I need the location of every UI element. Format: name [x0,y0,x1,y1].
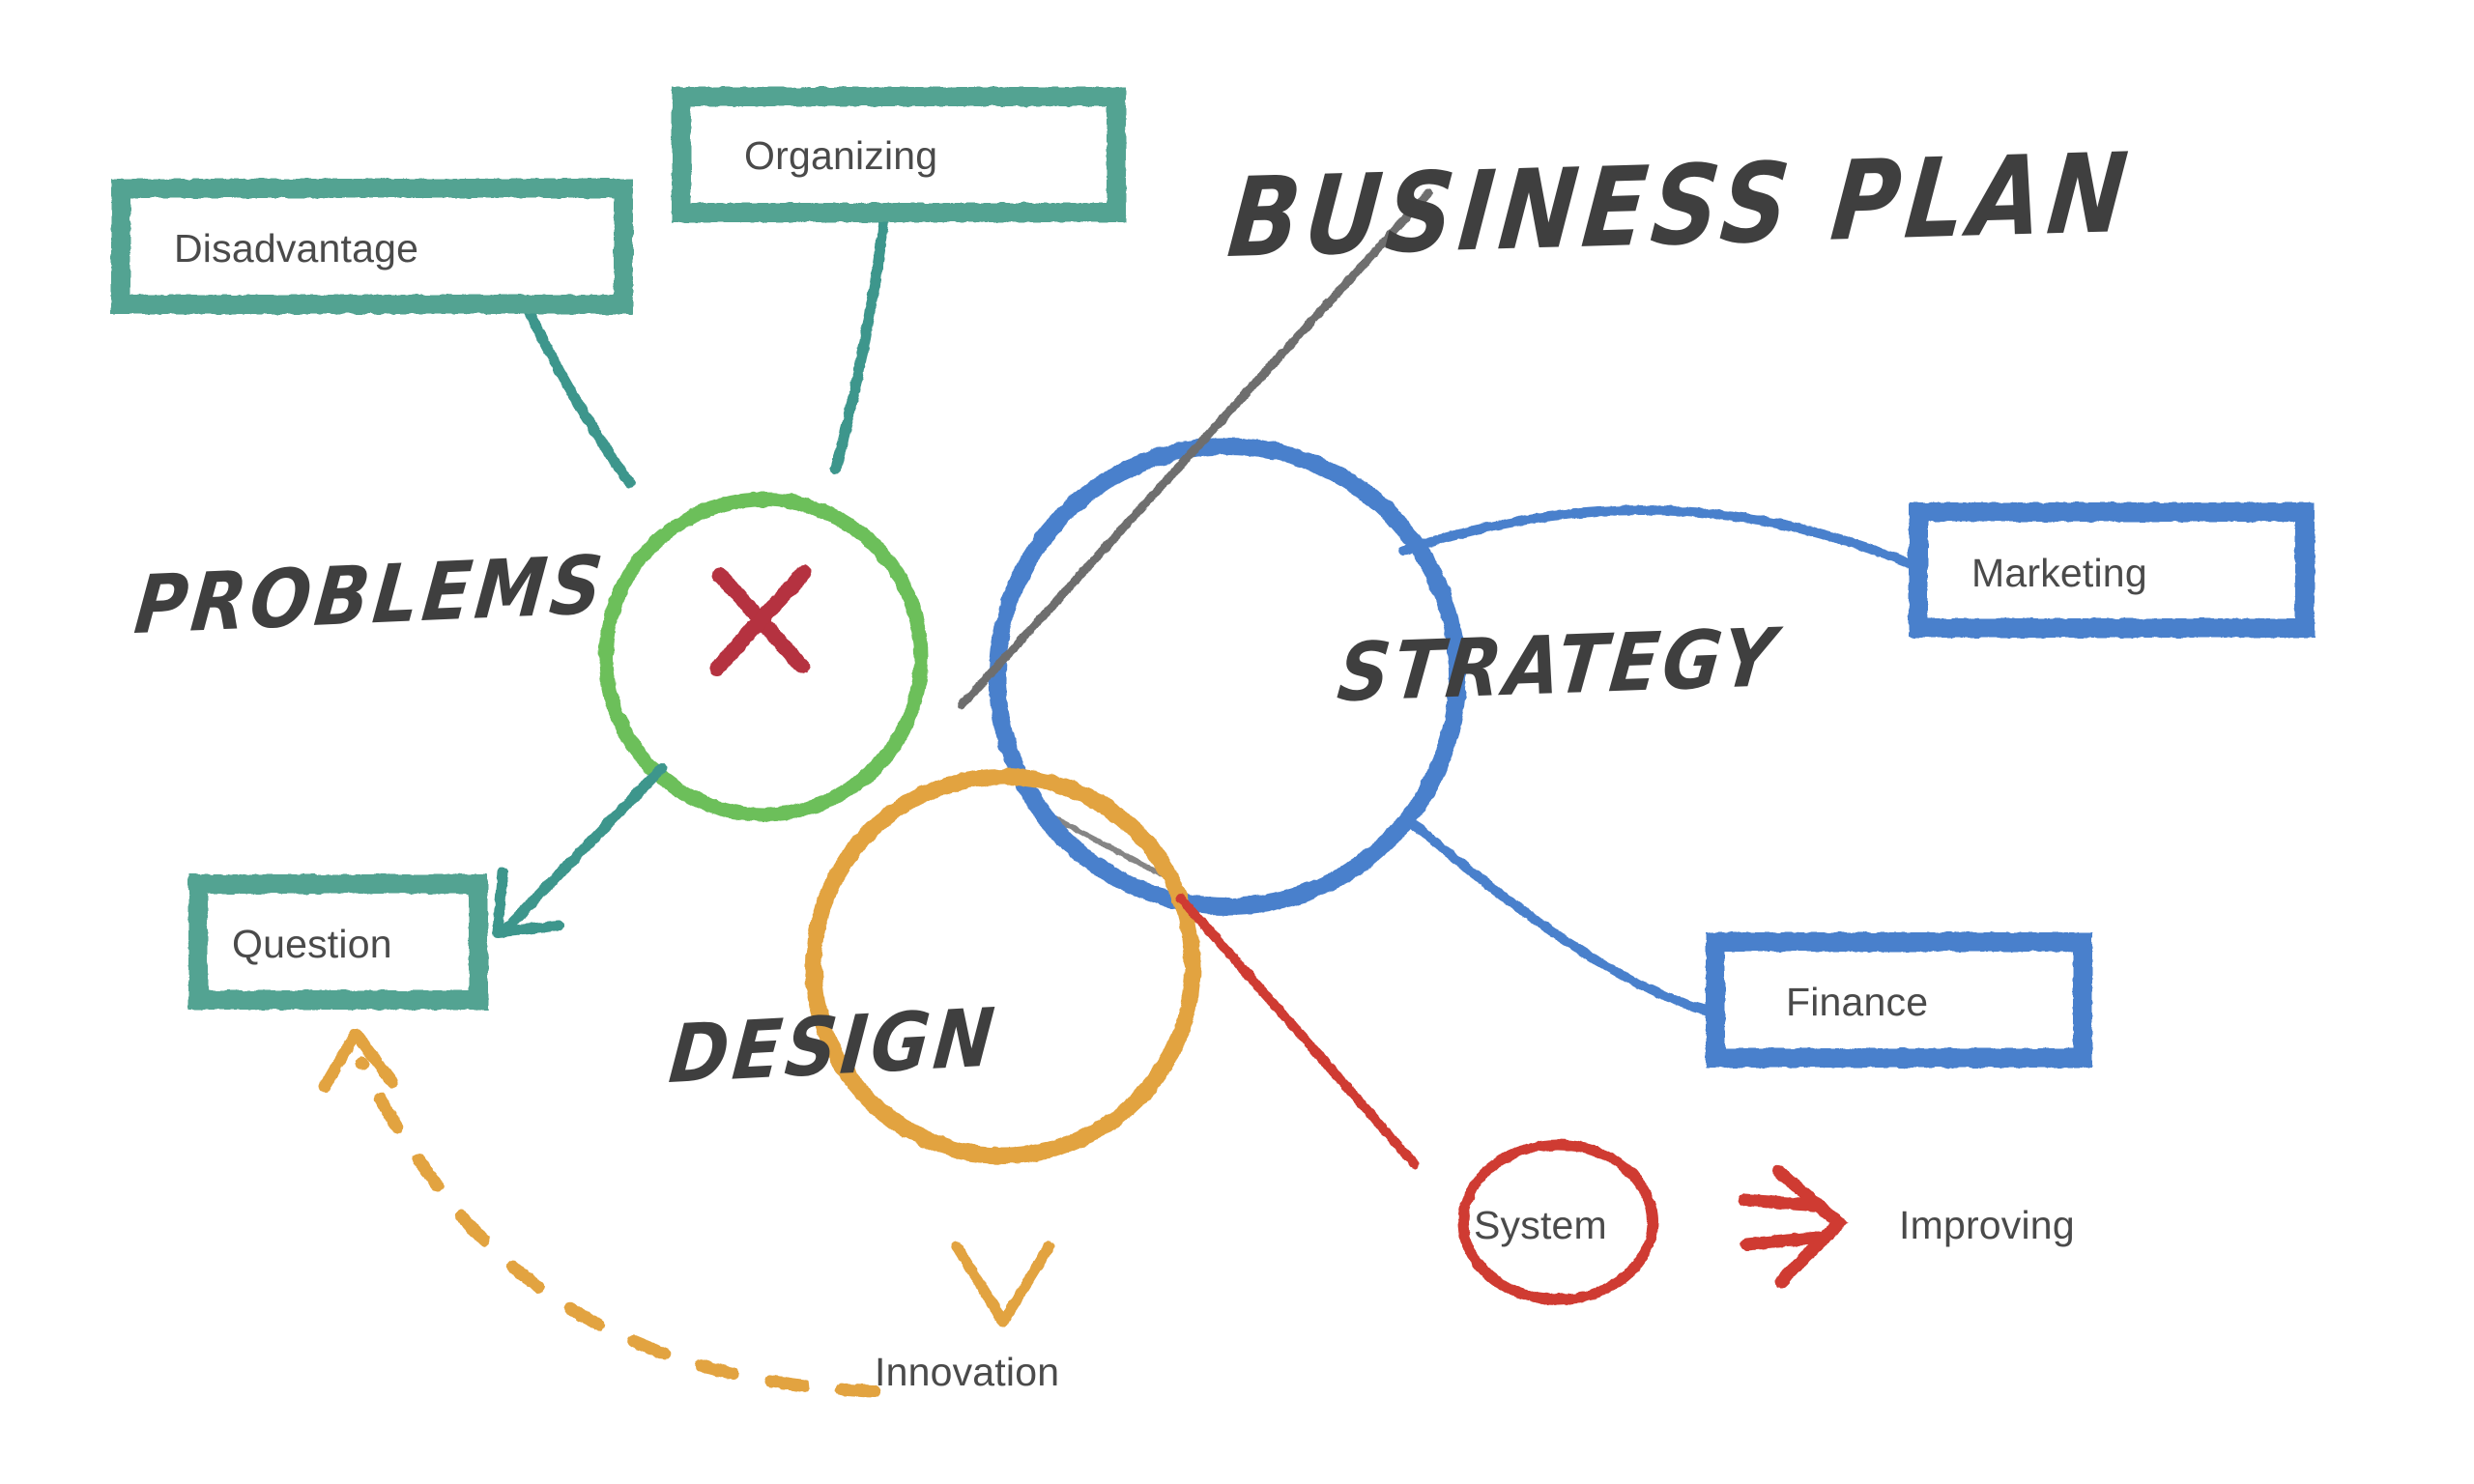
box-disadvantage[interactable] [111,179,633,314]
connector-problems-question [502,762,668,933]
box-organizing[interactable] [672,87,1126,222]
box-marketing[interactable] [1909,502,2315,638]
venn-circle-design [805,768,1201,1164]
system-oval [1457,1139,1658,1305]
box-question[interactable] [188,874,488,1010]
label-system: System [1474,1203,1607,1247]
box-finance[interactable] [1706,932,2092,1068]
box-label-marketing: Marketing [1971,551,2147,595]
label-improving: Improving [1899,1203,2075,1247]
connector-organizing [830,212,890,474]
box-label-question: Question [232,922,392,966]
box-label-finance: Finance [1786,980,1929,1024]
connector-disadvantage [521,301,636,489]
pointer-line-business-plan [957,188,1433,710]
improving-arrow-icon [1738,1164,1849,1288]
box-label-disadvantage: Disadvantage [174,226,419,271]
connector-intersection-system [1176,894,1420,1169]
connector-innovation-question-arrowhead [319,1028,398,1093]
venn-circle-problems [598,492,929,822]
connector-design-innovation-arrowhead [951,1241,1055,1327]
connector-problems-question-arrowhead [492,867,564,938]
venn-label-design: DESIGN [665,990,1002,1102]
connector-innovation-question-dashed [356,1056,881,1398]
box-label-organizing: Organizing [744,133,938,178]
venn-label-problems: PROBLEMS [130,538,611,653]
connector-strategy-finance [1411,821,1711,1014]
venn-circle-strategy [989,438,1466,915]
red-x-mark [709,564,812,676]
label-innovation: Innovation [875,1350,1060,1394]
venn-label-strategy: STRATEGY [1333,611,1784,721]
connector-strategy-marketing [1398,505,1913,568]
page-title: BUSINESS PLAN [1223,128,2139,283]
